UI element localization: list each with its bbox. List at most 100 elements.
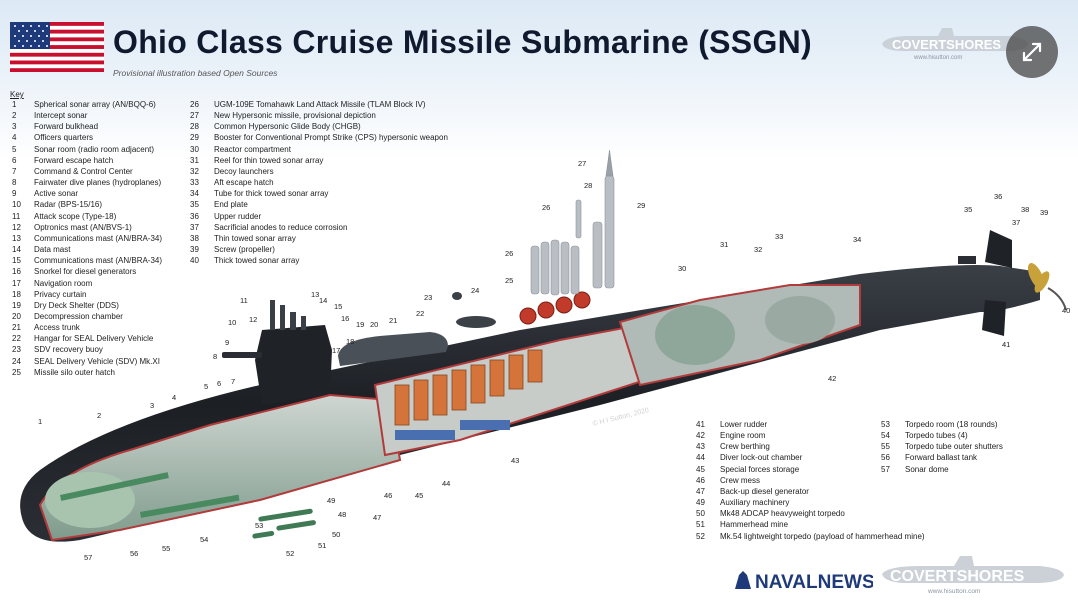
key-label: Fairwater dive planes (hydroplanes) [34,178,162,188]
key-label: Special forces storage [720,464,800,474]
callout-number: 10 [228,318,236,327]
missile-silos [394,349,543,426]
key-label: Lower rudder [720,420,768,429]
key-item: 23 SDV recovery buoy [12,344,162,355]
key-number: 43 [696,442,705,452]
key-label: Upper rudder [214,211,262,221]
key-label: Torpedo tubes (4) [905,431,968,441]
torpedo-tubes [59,472,240,518]
key-number: 23 [12,345,21,355]
callout-number: 34 [853,235,861,244]
key-number: 39 [190,245,199,255]
key-number: 40 [190,256,199,266]
key-number: 15 [12,256,21,266]
callout-number: 25 [505,276,513,285]
callout-number: 24 [471,286,479,295]
covertshores-logo-text: COVERTSHORES [892,37,1001,52]
key-number: 53 [881,420,890,429]
key-number: 52 [696,531,705,541]
key-number: 30 [190,144,199,154]
key-item: 55 Torpedo tube outer shutters [881,441,1003,452]
key-number: 45 [696,464,705,474]
key-item: 15 Communications mast (AN/BRA-34) [12,255,162,266]
key-item: 27 New Hypersonic missile, provisional de… [190,110,448,121]
engine-room [765,296,835,344]
key-label: Screw (propeller) [214,245,275,255]
torpedoes-below [252,508,316,539]
key-label: Reactor compartment [214,144,291,154]
key-number: 2 [12,111,17,121]
tomahawk-missiles [530,199,582,296]
key-label: Tube for thick towed sonar array [214,189,329,199]
propeller [1027,263,1050,293]
key-label: New Hypersonic missile, provisional depi… [214,111,376,121]
covertshores-bottom-text: COVERTSHORES [890,568,1025,585]
key-label: Torpedo tube outer shutters [905,442,1003,452]
callout-number: 12 [249,315,257,324]
key-label: Sonar dome [905,464,949,474]
key-label: Booster for Conventional Prompt Strike (… [214,133,448,143]
key-number: 35 [190,200,199,210]
callout-number: 49 [327,496,335,505]
key-number: 34 [190,189,199,199]
covertshores-logo-bottom: COVERTSHORES www.hisutton.com [882,556,1064,595]
key-number: 47 [696,486,705,496]
key-label: Aft escape hatch [214,178,274,188]
key-label: Torpedo room (18 rounds) [905,420,998,429]
key-number: 33 [190,178,199,188]
key-number: 19 [12,300,21,310]
key-label: Diver lock-out chamber [720,453,803,463]
key-label: Communications mast (AN/BRA-34) [34,256,163,266]
covertshores-logo-url: www.hisutton.com [913,55,962,61]
sail [255,325,332,405]
callout-number: 42 [828,374,836,383]
callout-number: 55 [162,544,170,553]
key-label: SDV recovery buoy [34,345,103,355]
masts [270,300,306,330]
key-number: 18 [12,289,21,299]
covertshores-bottom-url: www.hisutton.com [927,588,980,595]
callout-number: 54 [200,535,208,544]
callout-number: 43 [511,456,519,465]
key-item: 34 Tube for thick towed sonar array [190,188,448,199]
callout-number: 9 [225,338,229,347]
key-item: 29 Booster for Conventional Prompt Strike… [190,132,448,143]
key-number: 17 [12,278,21,288]
callout-number: 36 [994,192,1002,201]
callout-number: 39 [1040,208,1048,217]
key-number: 55 [881,442,890,452]
key-item: 39 Screw (propeller) [190,244,448,255]
callout-number: 51 [318,541,326,550]
callout-number: 48 [338,510,346,519]
key-label: Hammerhead mine [720,520,789,530]
key-number: 27 [190,111,199,121]
expand-image-button[interactable] [1006,26,1058,78]
key-number: 57 [881,464,890,474]
sdv-vehicle [456,316,496,328]
key-number: 16 [12,267,21,277]
page-subtitle: Provisional illustration based Open Sour… [113,68,278,78]
callout-number: 5 [204,382,208,391]
callout-number: 7 [231,377,235,386]
key-item: 30 Reactor compartment [190,144,448,155]
key-number: 29 [190,133,199,143]
crew-berthing-deck [395,420,510,440]
key-label: Thick towed sonar array [214,256,300,266]
